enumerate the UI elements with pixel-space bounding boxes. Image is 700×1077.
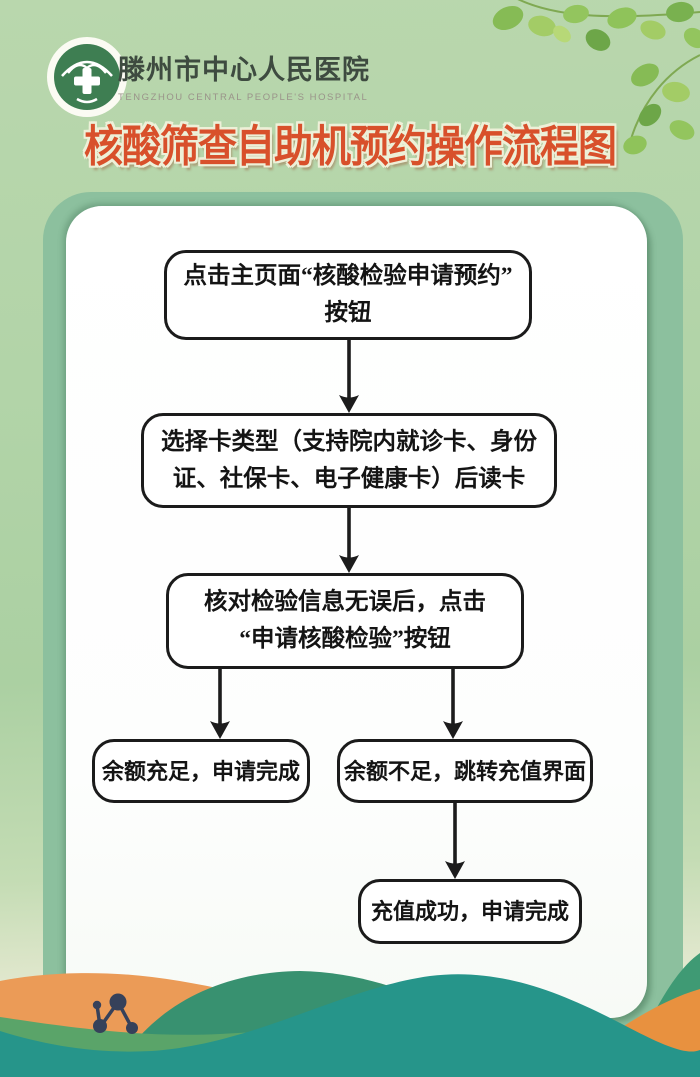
flow-node-select-card: 选择卡类型（支持院内就诊卡、身份 证、社保卡、电子健康卡）后读卡 bbox=[141, 413, 557, 508]
flow-node-insufficient: 余额不足，跳转充值界面 bbox=[337, 739, 593, 803]
hospital-name-en: TENGZHOU CENTRAL PEOPLE'S HOSPITAL bbox=[118, 92, 369, 103]
leaf-branch-icon bbox=[492, 0, 700, 155]
hospital-logo-icon bbox=[47, 37, 127, 117]
flow-node-sufficient: 余额充足，申请完成 bbox=[92, 739, 310, 803]
hospital-name-zh: 滕州市中心人民医院 bbox=[118, 55, 370, 85]
flow-node-recharged: 充值成功，申请完成 bbox=[358, 879, 582, 944]
molecule-icon bbox=[92, 993, 138, 1034]
flow-node-start: 点击主页面“核酸检验申请预约” 按钮 bbox=[164, 250, 532, 340]
flow-node-confirm: 核对检验信息无误后，点击 “申请核酸检验”按钮 bbox=[166, 573, 524, 669]
wave-decoration bbox=[0, 953, 700, 1077]
poster-title: 核酸筛查自助机预约操作流程图 bbox=[83, 123, 617, 172]
hospital-name: 滕州市中心人民医院 TENGZHOU CENTRAL PEOPLE'S HOSP… bbox=[118, 48, 418, 103]
